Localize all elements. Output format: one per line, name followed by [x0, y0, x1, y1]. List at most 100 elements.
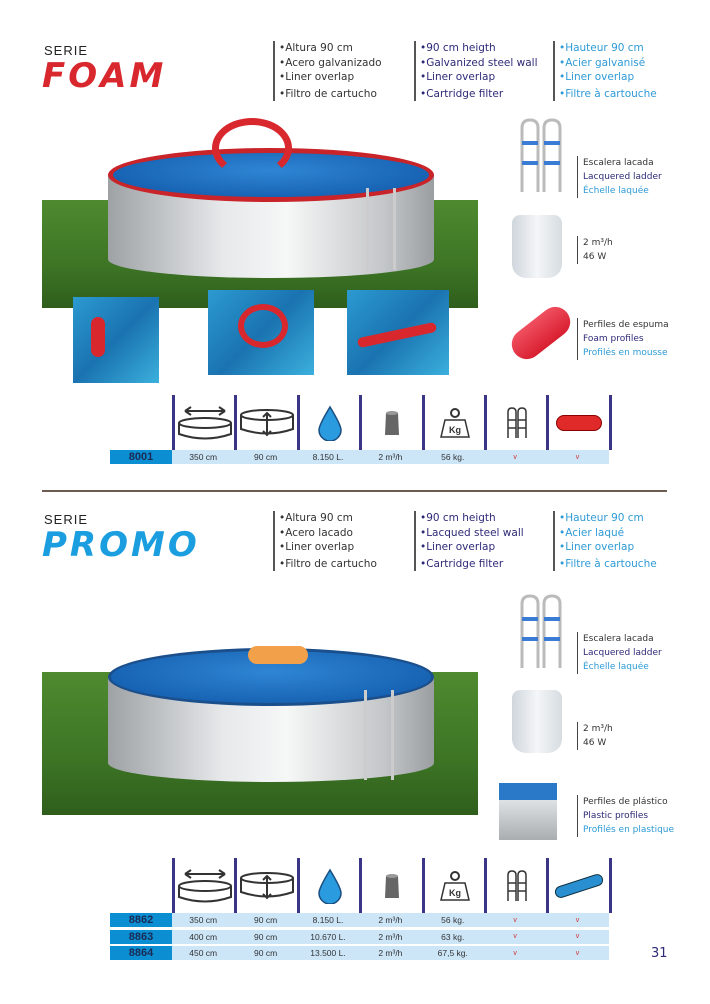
feature-item: •Hauteur 90 cm: [559, 512, 644, 524]
table-divider: [546, 395, 550, 450]
feature-item: •Liner overlap: [559, 541, 635, 553]
spec-cell: v: [483, 929, 547, 944]
pump-power: 46 W: [583, 252, 607, 262]
water-volume-icon: [299, 866, 361, 906]
svg-text:Kg: Kg: [449, 888, 461, 898]
table-divider: [172, 395, 175, 450]
model-code: 8863: [110, 929, 172, 944]
feature-item: •Altura 90 cm: [279, 42, 353, 54]
feature-item: •Acero lacado: [279, 526, 353, 539]
spec-cell: 8.150 L.: [296, 913, 360, 927]
ladder-en: Lacquered ladder: [583, 172, 662, 182]
spec-cell: v: [546, 929, 609, 944]
ladder-description: Escalera lacada Lacquered ladder Échelle…: [577, 156, 662, 198]
feature-item: •Lacqued steel wall: [420, 526, 524, 539]
features-en: •90 cm heigth•Galvanized steel wall•Line…: [414, 41, 538, 101]
feature-item: •Liner overlap: [559, 71, 635, 83]
profile-description: Perfiles de espuma Foam profiles Profilé…: [577, 318, 669, 360]
spec-cell: v: [546, 913, 609, 927]
ladder-image: [512, 118, 568, 194]
profile-en: Plastic profiles: [583, 811, 649, 821]
profile-icon: [548, 403, 610, 443]
diameter-icon: [174, 403, 236, 443]
spec-cell: 400 cm: [172, 929, 235, 944]
pump-flow: 2 m³/h: [583, 724, 613, 734]
spec-cell: 8.150 L.: [296, 450, 360, 464]
profile-es: Perfiles de espuma: [583, 320, 669, 330]
model-code: 8864: [110, 946, 172, 960]
pump-power: 46 W: [583, 738, 607, 748]
feature-item: •Altura 90 cm: [279, 512, 353, 524]
table-divider: [296, 858, 300, 913]
profile-icon: [548, 866, 610, 906]
table-divider: [546, 858, 550, 913]
pool-ladder-photo: [364, 690, 394, 780]
weight-icon: Kg: [424, 866, 486, 906]
float-photo: [248, 646, 308, 664]
table-divider: [296, 395, 300, 450]
profile-en: Foam profiles: [583, 334, 644, 344]
series-name: PROMO: [42, 525, 200, 565]
spec-cell: 63 kg.: [421, 929, 484, 944]
table-divider: [421, 395, 425, 450]
pump-flow: 2 m³/h: [583, 238, 613, 248]
features-fr: •Hauteur 90 cm •Acier galvanisé •Liner ove…: [553, 41, 657, 101]
model-code: 8001: [110, 450, 172, 464]
spec-cell: 13.500 L.: [296, 946, 360, 960]
table-divider: [421, 858, 425, 913]
plastic-profile-image: [499, 783, 557, 840]
feature-item: •Filtro de cartucho: [279, 87, 377, 100]
spec-cell: 2 m³/h: [359, 929, 422, 944]
features-en: •90 cm heigth•Lacqued steel wall•Liner o…: [414, 511, 524, 571]
ladder-es: Escalera lacada: [583, 158, 654, 168]
table-divider: [484, 858, 487, 913]
spec-cell: 90 cm: [234, 929, 297, 944]
ladder-icon: [486, 403, 548, 443]
water-volume-icon: [299, 403, 361, 443]
feature-item: •Galvanized steel wall: [420, 56, 538, 69]
model-code: 8862: [110, 913, 172, 927]
feature-item: •Acero galvanizado: [279, 56, 382, 69]
feature-item: •Acier galvanisé: [559, 56, 646, 69]
series-name: FOAM: [42, 56, 167, 96]
feature-item: •Filtre à cartouche: [559, 87, 657, 100]
spec-cell: 2 m³/h: [359, 450, 422, 464]
features-es: •Altura 90 cm•Acero galvanizado•Liner ov…: [273, 41, 382, 101]
filter-icon: [361, 866, 423, 906]
features-fr: •Hauteur 90 cm •Acier laqué •Liner overlap…: [553, 511, 657, 571]
spec-cell: v: [483, 946, 547, 960]
spec-cell: 56 kg.: [421, 450, 484, 464]
profile-fr: Profilés en mousse: [583, 348, 668, 358]
table-divider: [234, 858, 238, 913]
table-divider: [359, 395, 363, 450]
height-icon: [236, 403, 298, 443]
feature-item: •Liner overlap: [279, 541, 355, 553]
spec-cell: 10.670 L.: [296, 929, 360, 944]
foam-noodle-photo: [212, 118, 292, 178]
pool-ladder-photo: [366, 188, 396, 270]
page-number: 31: [651, 946, 668, 961]
table-divider: [234, 395, 238, 450]
svg-text:Kg: Kg: [449, 425, 461, 435]
profile-description: Perfiles de plástico Plastic profiles Pr…: [577, 795, 674, 837]
serie-label: SERIE: [44, 512, 89, 527]
spec-icons-row: Kg: [110, 395, 612, 450]
spec-cell: 2 m³/h: [359, 946, 422, 960]
table-divider: [608, 395, 612, 450]
feature-item: •Liner overlap: [420, 71, 496, 83]
feature-item: •Filtro de cartucho: [279, 557, 377, 570]
ladder-fr: Échelle laquée: [583, 186, 649, 196]
spec-icons-row: Kg: [110, 858, 612, 913]
feature-item: •Hauteur 90 cm: [559, 42, 644, 54]
spec-cell: 90 cm: [234, 913, 297, 927]
pump-image: [512, 215, 562, 278]
feature-item: •Acier laqué: [559, 526, 625, 539]
spec-cell: 2 m³/h: [359, 913, 422, 927]
spec-cell: 90 cm: [234, 450, 297, 464]
photo-floating: [73, 297, 159, 383]
table-divider: [608, 858, 612, 913]
